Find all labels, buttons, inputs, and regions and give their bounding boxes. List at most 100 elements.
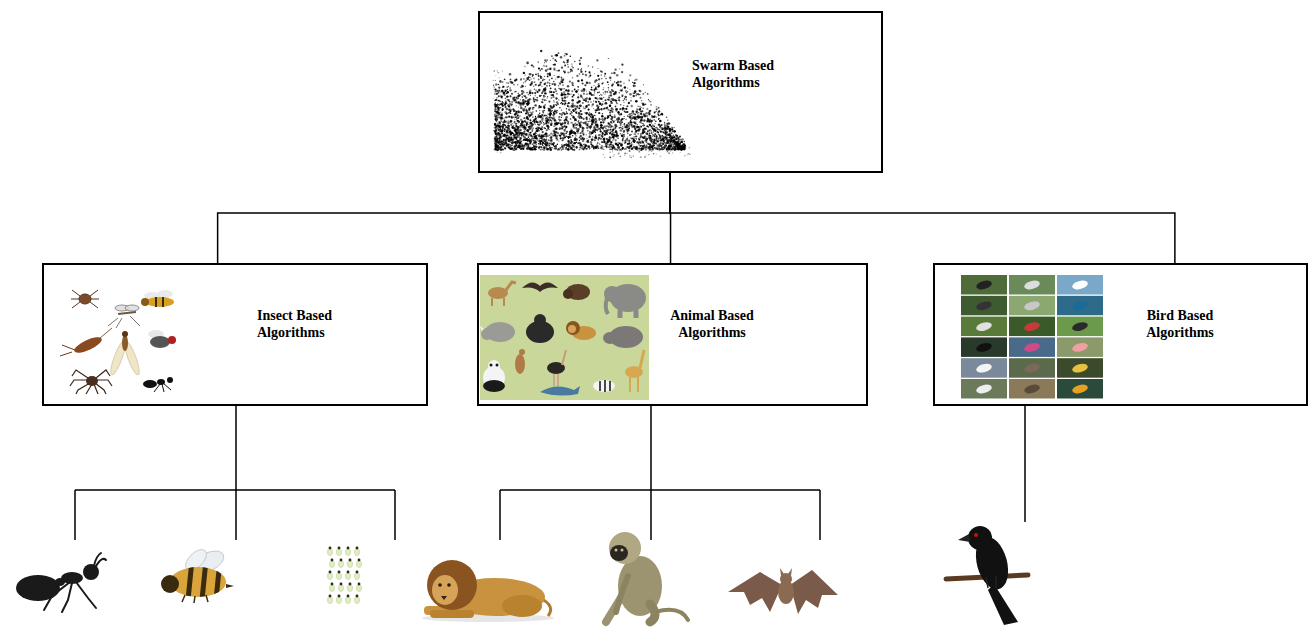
swarm-cloud	[576, 113, 577, 114]
swarm-cloud	[529, 92, 531, 94]
swarm-cloud	[509, 108, 511, 110]
swarm-cloud	[553, 125, 554, 126]
swarm-cloud	[610, 149, 612, 151]
swarm-cloud	[655, 127, 656, 128]
swarm-cloud	[528, 128, 531, 131]
swarm-cloud	[549, 144, 551, 146]
swarm-cloud	[508, 144, 509, 145]
swarm-cloud	[590, 113, 592, 115]
swarm-cloud	[658, 123, 660, 125]
swarm-cloud	[514, 113, 516, 115]
swarm-cloud	[629, 80, 630, 81]
swarm-cloud	[602, 82, 604, 84]
swarm-cloud	[653, 115, 655, 117]
swarm-cloud	[603, 141, 605, 143]
swarm-cloud	[532, 76, 533, 77]
swarm-cloud	[559, 122, 561, 124]
swarm-cloud	[610, 100, 612, 102]
swarm-cloud	[604, 91, 606, 93]
swarm-cloud	[590, 116, 592, 118]
swarm-cloud	[614, 148, 616, 150]
swarm-cloud	[597, 92, 599, 94]
swarm-cloud	[597, 68, 598, 69]
swarm-cloud	[648, 112, 650, 114]
swarm-cloud	[602, 121, 604, 123]
swarm-cloud	[573, 149, 575, 151]
swarm-cloud	[566, 61, 568, 63]
swarm-cloud	[511, 148, 513, 150]
swarm-cloud	[598, 78, 600, 80]
swarm-cloud	[561, 97, 563, 99]
swarm-cloud	[557, 149, 558, 150]
swarm-cloud	[573, 142, 576, 145]
swarm-cloud	[505, 106, 507, 108]
swarm-cloud	[630, 120, 631, 121]
swarm-cloud	[608, 84, 609, 85]
swarm-cloud	[535, 99, 537, 101]
swarm-cloud	[614, 69, 616, 71]
swarm-cloud	[648, 146, 651, 149]
swarm-cloud	[547, 113, 549, 115]
swarm-cloud	[666, 125, 668, 127]
swarm-cloud	[510, 120, 512, 122]
swarm-cloud	[526, 116, 528, 118]
swarm-cloud	[621, 128, 623, 130]
swarm-cloud	[584, 138, 585, 139]
swarm-cloud	[634, 122, 635, 123]
swarm-cloud	[593, 100, 594, 101]
swarm-cloud	[521, 133, 523, 135]
swarm-cloud	[620, 129, 623, 132]
swarm-cloud	[610, 121, 612, 123]
swarm-cloud	[503, 140, 504, 141]
swarm-cloud	[544, 99, 546, 101]
swarm-cloud	[583, 88, 585, 90]
swarm-cloud	[629, 143, 630, 144]
swarm-cloud	[514, 80, 516, 82]
swarm-cloud	[532, 74, 534, 76]
swarm-cloud	[500, 136, 501, 137]
swarm-cloud	[650, 104, 651, 105]
swarm-cloud	[561, 145, 563, 147]
swarm-cloud	[503, 92, 506, 95]
swarm-cloud	[514, 149, 515, 150]
swarm-cloud	[604, 99, 606, 101]
swarm-cloud	[579, 59, 581, 61]
swarm-cloud	[675, 134, 677, 136]
swarm-cloud	[508, 106, 510, 108]
swarm-cloud	[645, 139, 647, 141]
swarm-cloud	[545, 133, 547, 135]
swarm-cloud	[575, 90, 577, 92]
swarm-cloud	[512, 123, 513, 124]
swarm-cloud	[576, 107, 577, 108]
swarm-cloud	[515, 144, 517, 146]
swarm-cloud	[525, 81, 526, 82]
swarm-cloud	[493, 50, 691, 159]
swarm-cloud	[658, 119, 659, 120]
swarm-cloud	[509, 89, 511, 91]
swarm-cloud	[648, 112, 649, 113]
swarm-cloud	[545, 93, 547, 95]
swarm-cloud	[525, 133, 527, 135]
swarm-cloud	[564, 124, 565, 125]
swarm-cloud	[550, 124, 552, 126]
swarm-cloud	[497, 139, 498, 140]
swarm-cloud	[503, 93, 504, 94]
swarm-cloud	[678, 148, 679, 149]
swarm-cloud	[664, 144, 667, 147]
swarm-cloud	[498, 127, 499, 128]
swarm-cloud	[661, 146, 663, 148]
swarm-cloud	[613, 121, 615, 123]
swarm-cloud	[510, 124, 511, 125]
swarm-cloud	[523, 72, 525, 74]
swarm-cloud	[534, 149, 535, 150]
swarm-cloud	[514, 146, 515, 147]
swarm-cloud	[539, 140, 540, 141]
swarm-cloud	[678, 145, 679, 146]
swarm-cloud	[652, 135, 653, 136]
swarm-cloud	[546, 97, 548, 99]
swarm-cloud	[501, 129, 503, 131]
swarm-cloud	[606, 106, 608, 108]
swarm-cloud	[540, 149, 542, 151]
swarm-cloud	[642, 146, 644, 148]
